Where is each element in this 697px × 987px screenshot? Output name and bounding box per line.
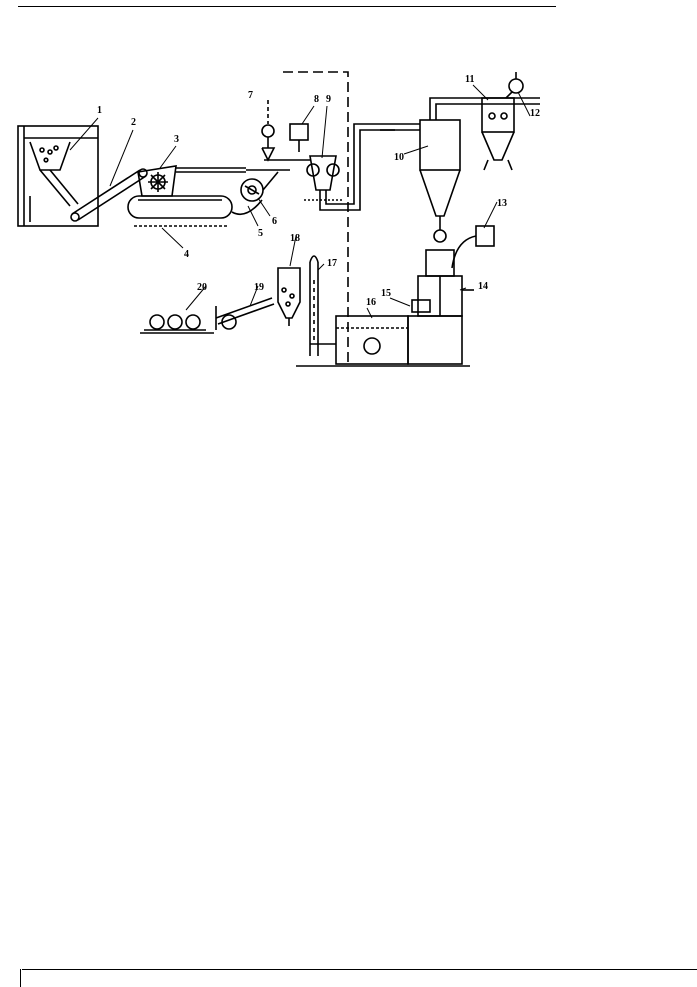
label-5: 5 <box>258 228 263 239</box>
unit-10-cyclone <box>419 97 540 243</box>
unit-3-crusher <box>137 165 177 197</box>
dashed-separator <box>283 71 349 365</box>
label-13: 13 <box>497 198 507 209</box>
unit-2-inclined-conveyor <box>70 168 148 222</box>
unit-14-15-mill <box>407 249 474 365</box>
unit-13-motor <box>451 225 495 269</box>
unit-8-dosing-tank <box>289 123 309 152</box>
label-12: 12 <box>530 108 540 119</box>
unit-4-belt-conveyor <box>127 167 246 227</box>
unit-19-discharge-conveyor <box>215 297 275 330</box>
unit-17-elevator <box>309 255 319 356</box>
leader-lines <box>69 84 531 319</box>
label-14: 14 <box>478 281 488 292</box>
unit-11-dust-collector <box>481 97 515 171</box>
footer-rule <box>22 969 697 970</box>
unit-18-product-hopper <box>277 267 301 326</box>
main-duct <box>319 123 420 211</box>
label-17: 17 <box>327 258 337 269</box>
label-3: 3 <box>174 134 179 145</box>
unit-5-6-pump <box>231 159 310 216</box>
header-rule <box>18 6 556 7</box>
label-8: 8 <box>314 94 319 105</box>
label-2: 2 <box>131 117 136 128</box>
label-6: 6 <box>272 216 277 227</box>
ground-lines <box>140 332 470 367</box>
label-15: 15 <box>381 288 391 299</box>
footer-tick <box>20 969 21 987</box>
label-1: 1 <box>97 105 102 116</box>
unit-1-storage-bin <box>17 125 99 227</box>
label-19: 19 <box>254 282 264 293</box>
unit-20-bags <box>144 314 237 331</box>
label-11: 11 <box>465 74 474 85</box>
unit-12-exhaust-fan <box>505 72 524 99</box>
label-18: 18 <box>290 233 300 244</box>
unit-16-forming-machine <box>310 315 409 365</box>
label-16: 16 <box>366 297 376 308</box>
label-20: 20 <box>197 282 207 293</box>
label-10: 10 <box>394 152 404 163</box>
unit-9-mixer <box>304 155 342 201</box>
label-4: 4 <box>184 249 189 260</box>
unit-7-valve <box>261 124 276 162</box>
label-7: 7 <box>248 90 253 101</box>
label-9: 9 <box>326 94 331 105</box>
